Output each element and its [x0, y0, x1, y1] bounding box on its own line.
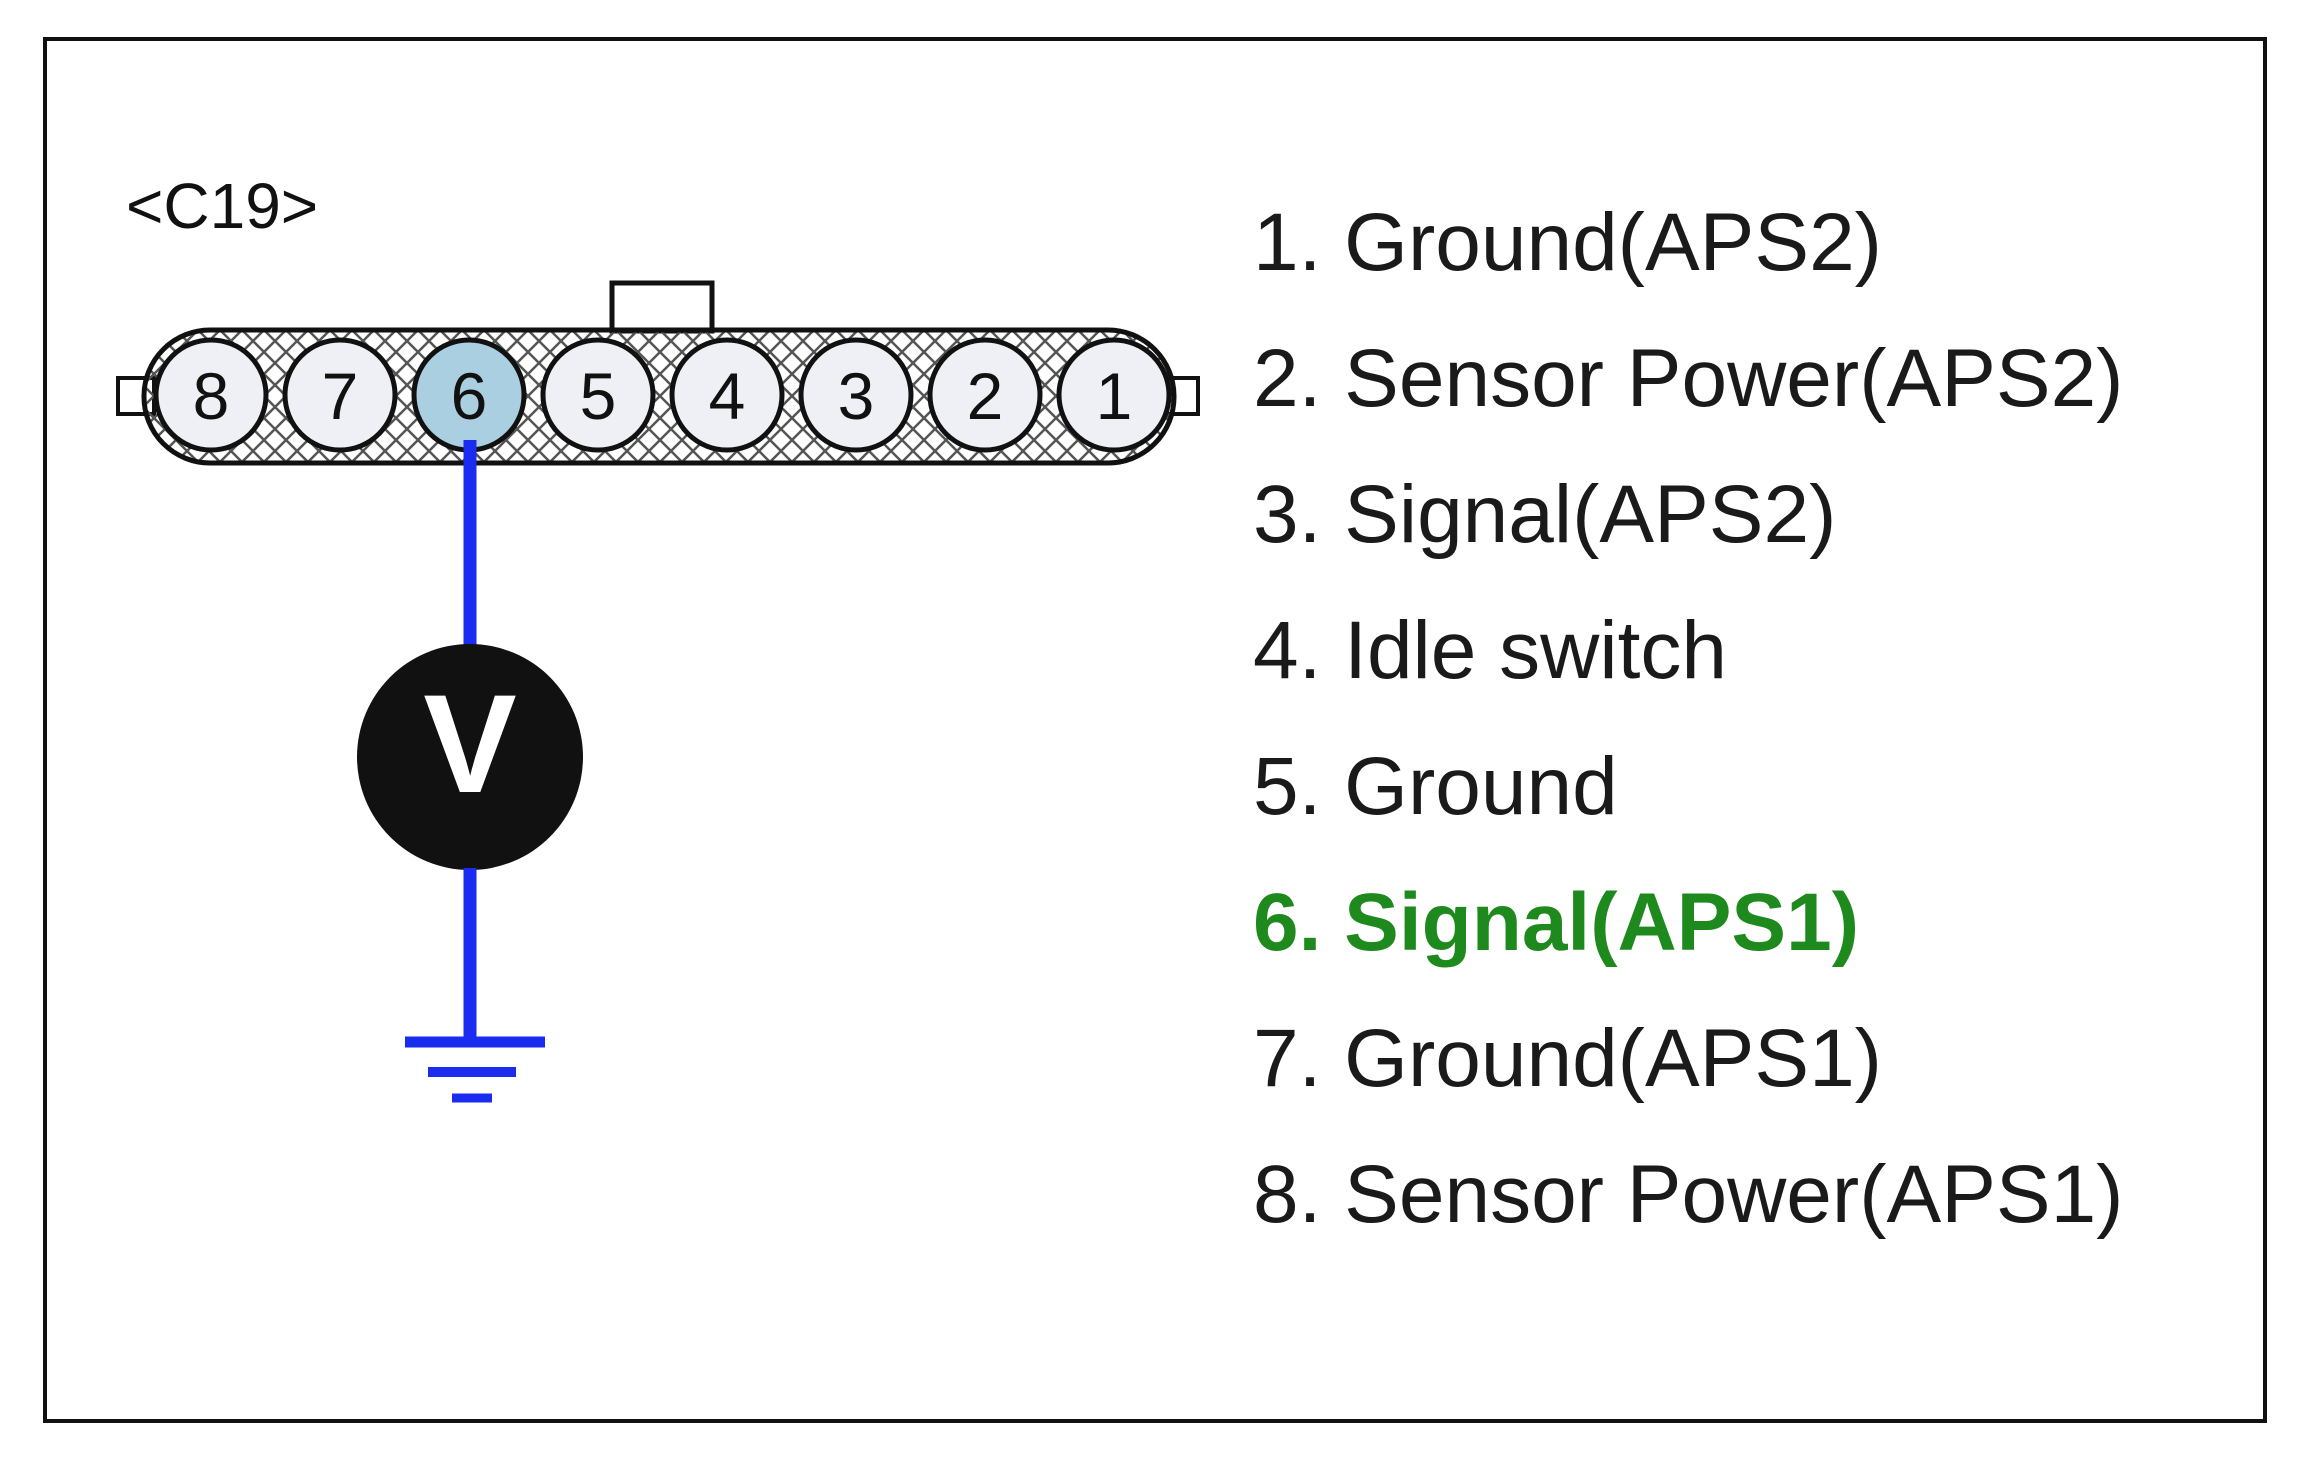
connector-label: <C19> [126, 170, 318, 242]
pin-number: 1 [1096, 359, 1133, 433]
legend-item: 2. Sensor Power(APS2) [1253, 333, 2124, 424]
pin-circle [669, 337, 785, 453]
pin-number: 3 [838, 359, 875, 433]
pin-6: 6 [411, 337, 527, 453]
pin-1: 1 [1056, 337, 1172, 453]
voltmeter-symbol [357, 644, 583, 870]
legend-item: 6. Signal(APS1) [1253, 877, 1860, 968]
pin-2: 2 [927, 337, 1043, 453]
pin-4: 4 [669, 337, 785, 453]
pin-circle [282, 337, 398, 453]
legend-item: 1. Ground(APS2) [1253, 197, 1882, 288]
connector-body [141, 327, 1177, 466]
connector-lock-tab [609, 280, 715, 334]
pin-number: 6 [451, 359, 488, 433]
pin-5: 5 [540, 337, 656, 453]
pin-circle [540, 337, 656, 453]
legend-item: 8. Sensor Power(APS1) [1253, 1149, 2124, 1240]
pin-8: 8 [153, 337, 269, 453]
ground-icon [405, 1036, 545, 1103]
connector-pins: 8 7 6 5 4 3 2 1 [153, 337, 1172, 453]
pin-circle [798, 337, 914, 453]
pin-circle [927, 337, 1043, 453]
pin-number: 7 [322, 359, 359, 433]
legend-item: 4. Idle switch [1253, 605, 1727, 696]
voltmeter-label: V [423, 665, 516, 822]
pin-circle [1056, 337, 1172, 453]
pin-number: 5 [580, 359, 617, 433]
legend-item: 3. Signal(APS2) [1253, 469, 1837, 560]
pin-number: 8 [193, 359, 230, 433]
pin-circle [153, 337, 269, 453]
legend-item: 5. Ground [1253, 741, 1618, 832]
pin-number: 2 [967, 359, 1004, 433]
pin-legend: 1. Ground(APS2) 2. Sensor Power(APS2) 3. S… [1253, 175, 2124, 1263]
pin-number: 4 [709, 359, 746, 433]
pin-3: 3 [798, 337, 914, 453]
pin-7: 7 [282, 337, 398, 453]
legend-item: 7. Ground(APS1) [1253, 1013, 1882, 1104]
